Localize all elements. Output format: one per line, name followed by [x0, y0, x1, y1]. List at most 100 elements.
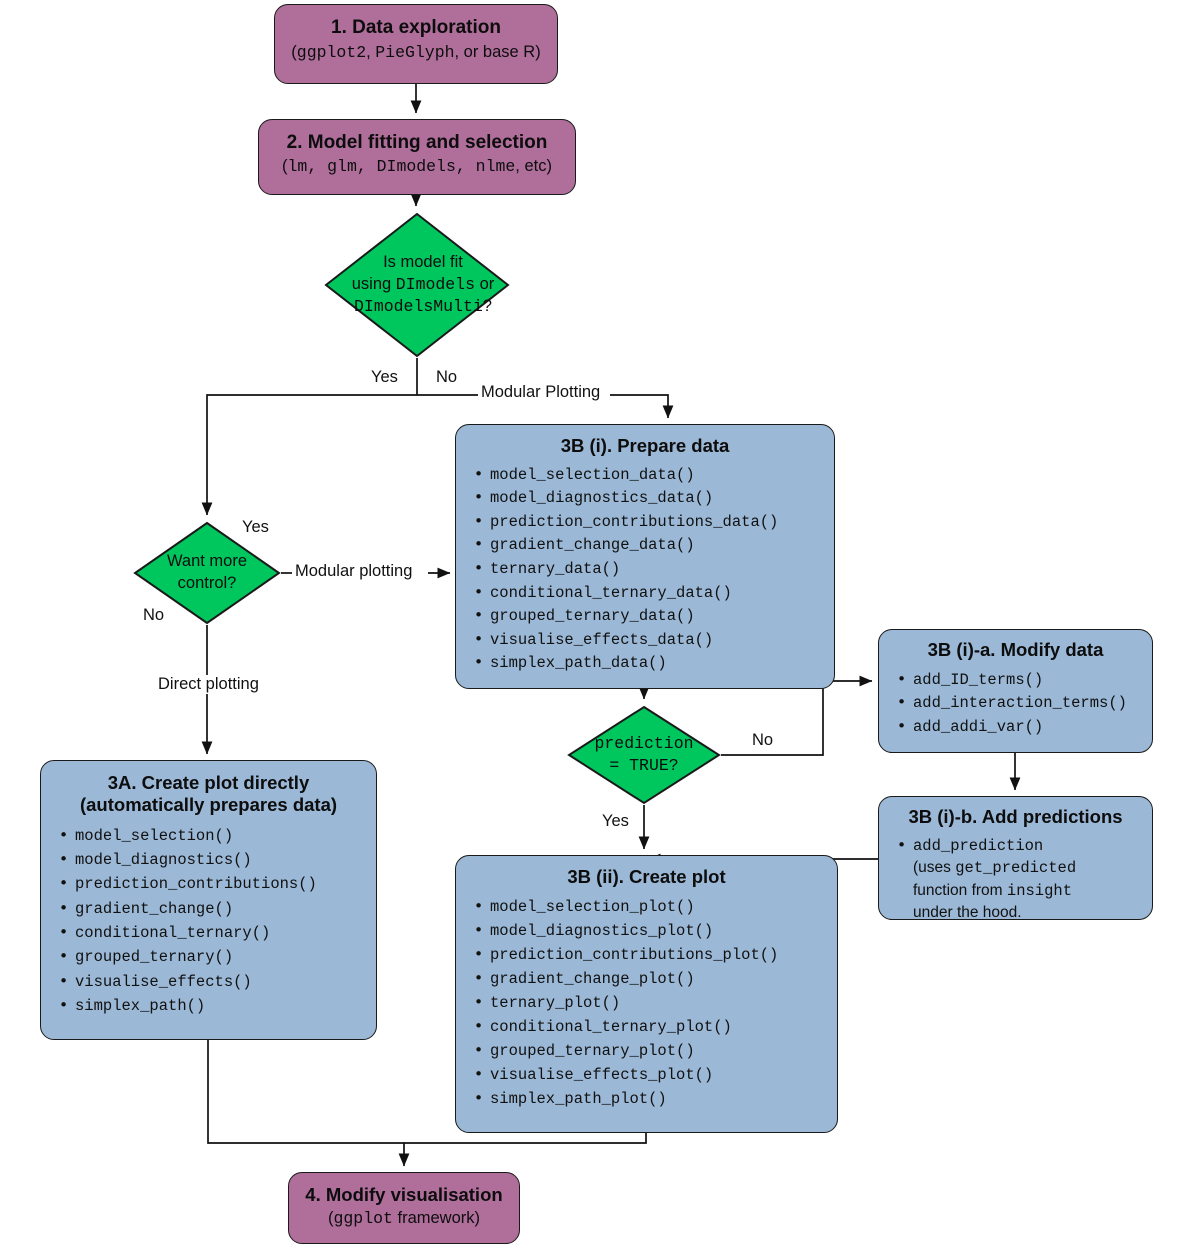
- pkg-list: lm, glm, DImodels, nlme: [287, 157, 516, 177]
- create-plot-directly-function-list: model_selection() model_diagnostics() pr…: [55, 823, 362, 1019]
- edge-3a-to-modify-vis: [207, 1040, 410, 1167]
- list-item: gradient_change(): [55, 896, 362, 921]
- node-modify-data-title: 3B (i)-a. Modify data: [927, 639, 1104, 660]
- list-item: prediction_contributions(): [55, 871, 362, 896]
- create-plot-function-list: model_selection_plot() model_diagnostics…: [470, 894, 823, 1111]
- node-create-plot-title: 3B (ii). Create plot: [567, 866, 726, 887]
- dc-line2: control?: [177, 574, 237, 592]
- list-item: grouped_ternary_plot(): [470, 1038, 823, 1063]
- list-item: grouped_ternary_data(): [470, 604, 820, 629]
- node-prepare-data-title: 3B (i). Prepare data: [560, 435, 730, 456]
- list-item: conditional_ternary_data(): [470, 581, 820, 606]
- pkg-pieglyph: PieGlyph: [375, 43, 455, 63]
- dm-dimodels: DImodels: [395, 275, 475, 295]
- list-item: add_ID_terms(): [893, 668, 1138, 693]
- edge-label-modular-plotting-upper: Modular Plotting: [479, 383, 603, 402]
- edge-label-yes-control: Yes: [240, 518, 271, 537]
- edge-label-modular-plotting-lower: Modular plotting: [293, 562, 415, 581]
- node-modify-data[interactable]: 3B (i)-a. Modify data add_ID_terms() add…: [878, 629, 1153, 753]
- node-model-fitting[interactable]: 2. Model fitting and selection (lm, glm,…: [258, 119, 576, 195]
- edge-label-yes-prediction: Yes: [600, 812, 631, 831]
- dm-line1: Is model fit: [383, 253, 463, 272]
- dm-qmark: ?: [482, 296, 492, 315]
- diamond-shape: [567, 705, 721, 805]
- diamond-shape: [324, 212, 510, 358]
- uses-prefix: (uses: [913, 859, 956, 877]
- list-item: model_selection_plot(): [470, 894, 823, 919]
- node-create-plot-directly-title: 3A. Create plot directly (automatically …: [55, 772, 362, 816]
- pkg-insight: insight: [1006, 881, 1073, 900]
- edge-label-no-control: No: [141, 606, 167, 625]
- dm-dimodelsmulti: DImodelsMulti: [354, 296, 483, 316]
- edge-label-no-prediction: No: [750, 731, 776, 750]
- node-modify-visualisation-title: 4. Modify visualisation: [305, 1184, 503, 1205]
- list-item: simplex_path(): [55, 993, 362, 1018]
- edge-label-no-model-fit: No: [434, 368, 460, 387]
- node-create-plot[interactable]: 3B (ii). Create plot model_selection_plo…: [455, 855, 838, 1133]
- edge-prediction-no: [721, 675, 873, 756]
- list-item: visualise_effects_data(): [470, 628, 820, 653]
- subtitle-tail: , etc): [515, 157, 552, 176]
- list-item: model_diagnostics(): [55, 847, 362, 872]
- title-line2: (automatically prepares data): [79, 793, 338, 815]
- list-item: visualise_effects_plot(): [470, 1062, 823, 1087]
- node-create-plot-directly[interactable]: 3A. Create plot directly (automatically …: [40, 760, 377, 1040]
- list-item: ternary_data(): [470, 557, 820, 582]
- edge-no-modular-plotting-right: [610, 394, 674, 419]
- decision-want-more-control-text: Want more control?: [133, 521, 281, 625]
- decision-model-fit[interactable]: Is model fit using DImodels or DImodelsM…: [324, 212, 510, 358]
- node-model-fitting-subtitle: (lm, glm, DImodels, nlme, etc): [259, 157, 575, 177]
- list-item: model_selection(): [55, 823, 362, 848]
- dp-line1: prediction: [594, 734, 694, 754]
- function-from-prefix: function from: [913, 881, 1007, 899]
- node-prepare-data[interactable]: 3B (i). Prepare data model_selection_dat…: [455, 424, 835, 689]
- dc-line1: Want more: [166, 552, 248, 571]
- list-item: conditional_ternary(): [55, 920, 362, 945]
- node-data-exploration-subtitle: (ggplot2, PieGlyph, or base R): [275, 43, 557, 63]
- list-item: model_diagnostics_data(): [470, 486, 820, 511]
- edge-3bii-to-modify-vis: [404, 1133, 647, 1144]
- node-add-predictions[interactable]: 3B (i)-b. Add predictions add_prediction…: [878, 796, 1153, 921]
- list-item: ternary_plot(): [470, 990, 823, 1015]
- list-item: simplex_path_data(): [470, 651, 820, 676]
- title-line1: 3A. Create plot directly: [107, 772, 310, 793]
- node-data-exploration-title: 1. Data exploration: [331, 17, 501, 38]
- fn-get-predicted: get_predicted: [955, 859, 1077, 878]
- node-modify-visualisation[interactable]: 4. Modify visualisation (ggplot framewor…: [288, 1172, 520, 1244]
- list-item: gradient_change_data(): [470, 533, 820, 558]
- paren-open: (: [282, 157, 288, 176]
- list-item: add_interaction_terms(): [893, 691, 1138, 716]
- comma-1: ,: [366, 43, 376, 62]
- pkg-ggplot: ggplot: [333, 1208, 393, 1228]
- edge-label-direct-plotting: Direct plotting: [156, 675, 261, 694]
- subtitle-tail: framework): [392, 1208, 480, 1227]
- list-item: grouped_ternary(): [55, 944, 362, 969]
- node-add-predictions-title: 3B (i)-b. Add predictions: [908, 806, 1123, 827]
- modify-data-function-list: add_ID_terms() add_interaction_terms() a…: [893, 668, 1138, 740]
- decision-want-more-control[interactable]: Want more control?: [133, 521, 281, 625]
- under-the-hood: under the hood.: [913, 903, 1022, 921]
- dm-line2-post: or: [474, 275, 495, 294]
- list-item: add_prediction(uses get_predictedfunctio…: [893, 835, 1138, 925]
- list-item: conditional_ternary_plot(): [470, 1014, 823, 1039]
- pkg-ggplot2: ggplot2: [296, 43, 367, 63]
- add-predictions-detail-list: add_prediction(uses get_predictedfunctio…: [893, 835, 1138, 925]
- subtitle-tail: , or base R): [454, 43, 541, 62]
- list-item: prediction_contributions_plot(): [470, 942, 823, 967]
- list-item: simplex_path_plot(): [470, 1086, 823, 1111]
- edge-label-yes-model-fit: Yes: [369, 368, 400, 387]
- paren-open: (: [327, 1208, 334, 1227]
- decision-prediction-true[interactable]: prediction = TRUE?: [567, 705, 721, 805]
- dm-line2-pre: using: [351, 275, 396, 294]
- node-data-exploration[interactable]: 1. Data exploration (ggplot2, PieGlyph, …: [274, 4, 558, 84]
- list-item: visualise_effects(): [55, 969, 362, 994]
- decision-prediction-true-text: prediction = TRUE?: [567, 705, 721, 805]
- decision-model-fit-text: Is model fit using DImodels or DImodelsM…: [324, 212, 522, 358]
- edge-yes-to-decision-control: [201, 394, 417, 516]
- prepare-data-function-list: model_selection_data() model_diagnostics…: [470, 463, 820, 676]
- list-item: model_selection_data(): [470, 463, 820, 488]
- list-item: prediction_contributions_data(): [470, 510, 820, 535]
- list-item: model_diagnostics_plot(): [470, 918, 823, 943]
- paren-open: (: [291, 43, 297, 62]
